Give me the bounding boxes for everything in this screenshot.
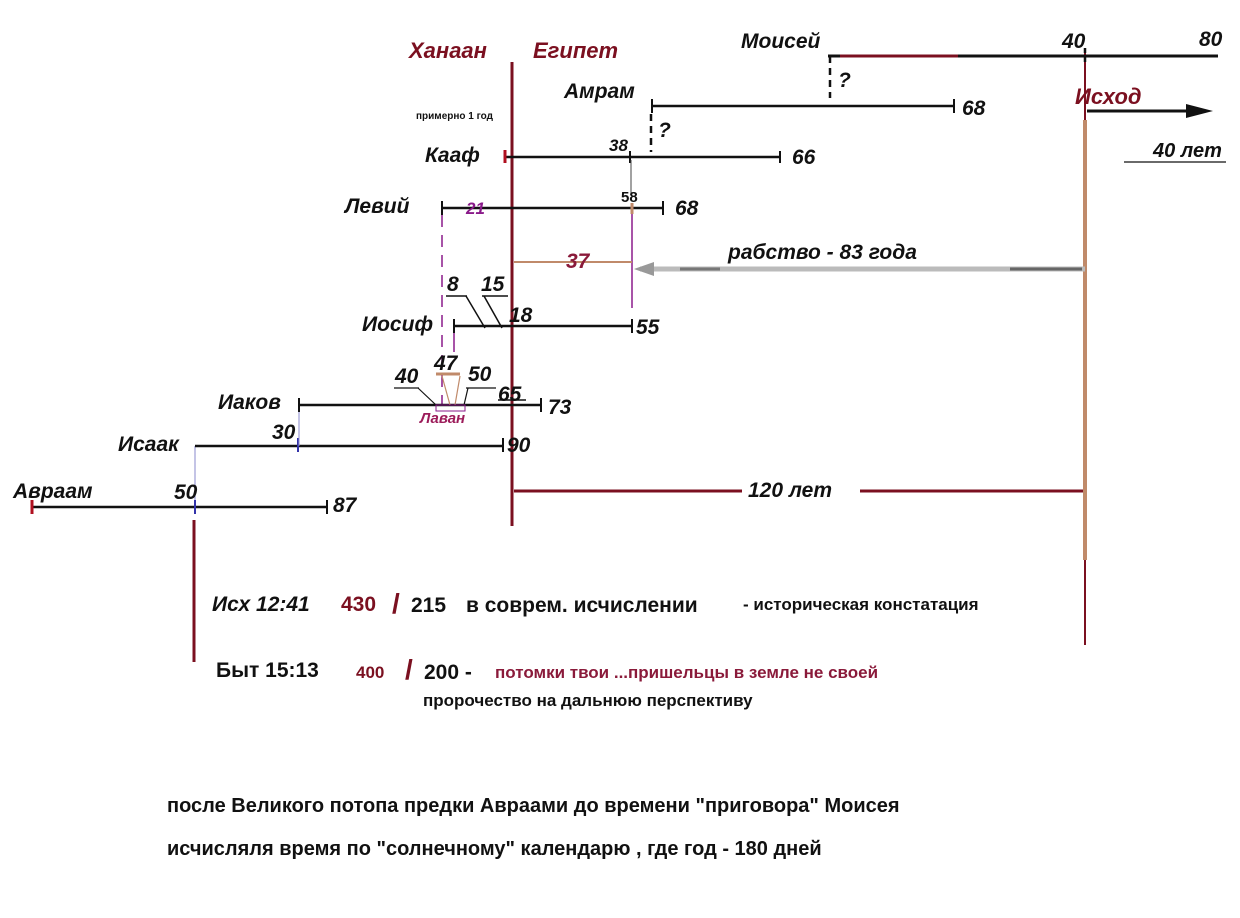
moses-40: 40 [1062, 30, 1086, 53]
abraham-50: 50 [174, 481, 198, 504]
moses-question: ? [838, 69, 851, 92]
amram-name: Амрам [564, 80, 635, 103]
joseph-55: 55 [636, 316, 660, 339]
slavery-arrow-head [634, 262, 654, 276]
laban-bracket [435, 404, 466, 412]
ex-comment: - историческая констатация [743, 595, 979, 614]
ex-ref: Исх 12:41 [212, 593, 310, 616]
jacob-65: 65 [498, 383, 522, 406]
joseph-8: 8 [447, 273, 459, 296]
moses-name: Моисей [741, 30, 821, 53]
jacob-47-right [454, 375, 461, 406]
kohath-name: Кааф [425, 144, 480, 167]
region-egypt: Египет [533, 38, 619, 63]
footer-line-2: исчисляля время по "солнечному" календар… [167, 838, 822, 860]
isaac-30: 30 [272, 421, 296, 444]
abraham-87: 87 [333, 494, 357, 517]
gap-37-label: 37 [566, 250, 590, 273]
levi-name: Левий [345, 195, 410, 218]
jacob-name: Иаков [218, 391, 281, 414]
jacob-40-pointer [417, 387, 437, 406]
joseph-name: Иосиф [362, 313, 434, 336]
joseph-15: 15 [481, 273, 505, 296]
jacob-47-left [441, 375, 451, 406]
jacob-50: 50 [468, 363, 492, 386]
ex-num-430: 430 [341, 593, 377, 616]
ex-num-215: 215 [411, 594, 447, 617]
amram-question: ? [658, 119, 671, 142]
laban-label: Лаван [420, 410, 466, 427]
joseph-18: 18 [509, 304, 533, 327]
isaac-90: 90 [507, 434, 531, 457]
jacob-73: 73 [548, 396, 572, 419]
kohath-66: 66 [792, 146, 816, 169]
isaac-name: Исаак [118, 433, 179, 456]
amram-68: 68 [962, 97, 986, 120]
note-slash-1 [400, 596, 406, 610]
slavery-label: рабство - 83 года [728, 241, 917, 264]
gen-comment: пророчество на дальнюю перспективу [423, 691, 753, 710]
ex-text: в соврем. исчислении [466, 594, 698, 617]
gen-slash: / [405, 654, 413, 685]
kohath-note: примерно 1 год [416, 111, 493, 122]
gen-text: потомки твои ...пришельцы в земле не сво… [495, 663, 879, 682]
jacob-50-pointer [463, 387, 469, 406]
gen-num-200: 200 - [424, 661, 472, 684]
levi-58: 58 [621, 189, 638, 206]
exodus-arrow-head [1186, 104, 1213, 118]
levi-21: 21 [466, 199, 485, 218]
moses-80: 80 [1199, 28, 1223, 51]
forty-years-label: 40 лет [1153, 140, 1222, 162]
footer-line-1: после Великого потопа предки Авраами до … [167, 795, 900, 817]
levi-68: 68 [675, 197, 699, 220]
jacob-40: 40 [395, 365, 419, 388]
ex-slash: / [392, 588, 400, 619]
region-canaan: Ханаан [409, 38, 487, 63]
gen-num-400: 400 [356, 663, 385, 682]
jacob-47: 47 [434, 352, 458, 375]
region-exodus: Исход [1075, 84, 1142, 109]
span-120-label: 120 лет [748, 479, 833, 502]
gen-ref: Быт 15:13 [216, 659, 319, 682]
joseph-15-pointer [483, 295, 503, 329]
kohath-38: 38 [609, 136, 628, 155]
joseph-8-pointer [465, 295, 486, 329]
abraham-name: Авраам [13, 480, 93, 503]
